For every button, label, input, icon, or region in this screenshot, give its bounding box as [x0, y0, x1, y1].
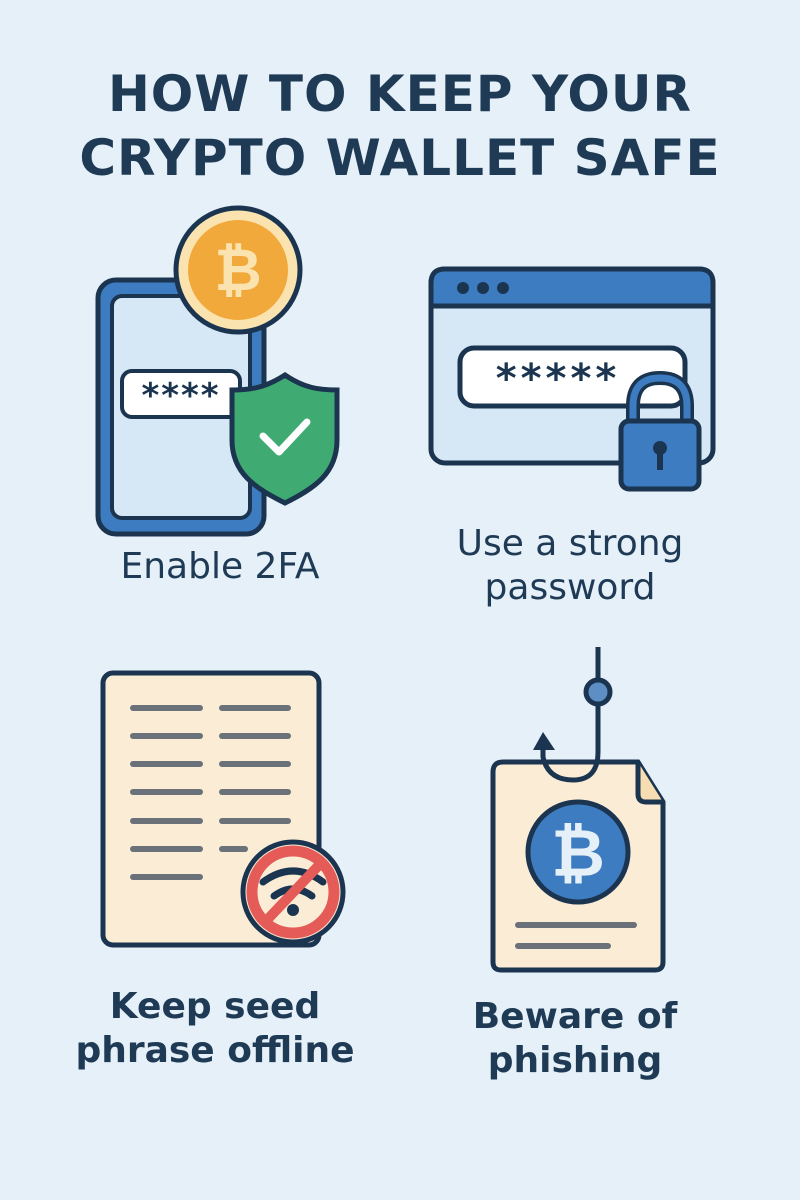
tip-label: Use a strong password: [456, 523, 684, 608]
title-line-2: CRYPTO WALLET SAFE: [79, 129, 721, 187]
fishhook-bitcoin-document-icon: ₿: [490, 647, 666, 973]
password-mask: ****: [141, 376, 220, 416]
tip-label: Enable 2FA: [120, 546, 320, 587]
window-dot-icon: [497, 282, 509, 294]
seed-words: [130, 705, 291, 880]
fishhook-icon: [540, 742, 601, 783]
window-dot-icon: [457, 282, 469, 294]
tip-label: Keep seed phrase offline: [75, 986, 355, 1071]
tip-label: Beware of phishing: [472, 996, 678, 1081]
prohibited-icon: [261, 858, 326, 926]
phone-bitcoin-shield-icon: **** ₿: [95, 205, 340, 537]
password-mask: *****: [496, 356, 621, 402]
bitcoin-icon: ₿: [214, 236, 261, 304]
bitcoin-icon: ₿: [551, 815, 605, 892]
page-title: HOW TO KEEP YOUR CRYPTO WALLET SAFE: [0, 62, 800, 190]
browser-password-lock-icon: *****: [428, 266, 716, 492]
title-line-1: HOW TO KEEP YOUR: [107, 65, 693, 123]
shield-icon: [229, 371, 340, 506]
window-dot-icon: [477, 282, 489, 294]
document-no-wifi-icon: [100, 670, 346, 948]
checkmark-icon: [259, 418, 311, 456]
